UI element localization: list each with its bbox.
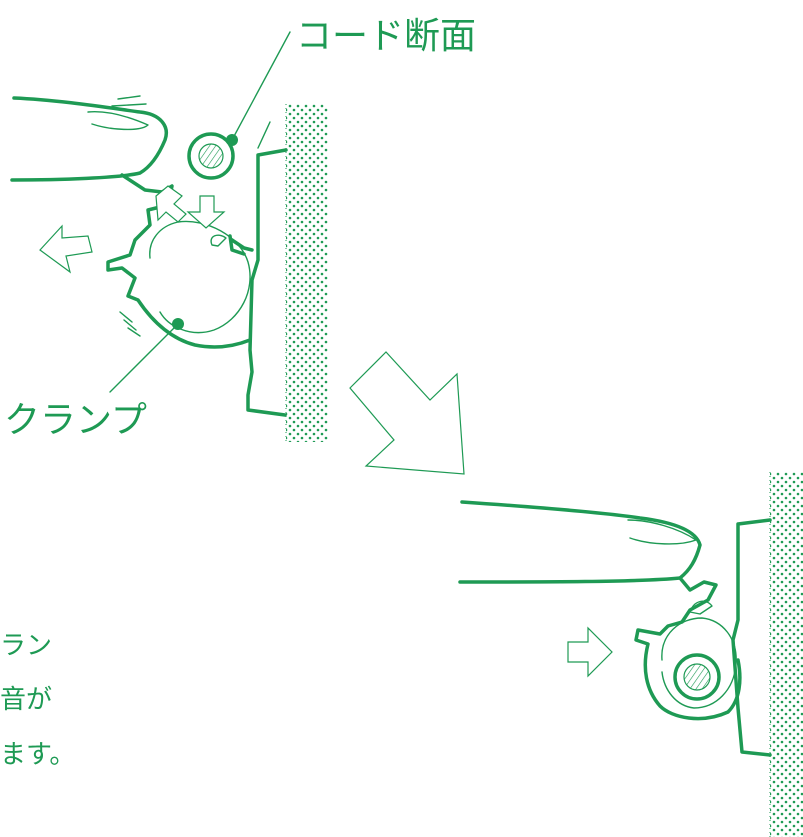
motion-lines-finger xyxy=(111,95,147,107)
clamp-leader-line xyxy=(109,323,179,393)
step-1-before-clamping xyxy=(10,31,328,442)
wall-upper xyxy=(286,104,328,442)
cord-core-upper xyxy=(198,143,224,169)
base-plate-upper xyxy=(246,148,288,417)
finger-upper xyxy=(10,96,168,182)
caption-line-3: ます。 xyxy=(0,740,75,770)
fingernail-lower xyxy=(627,519,697,545)
clamp-hook-upper xyxy=(228,234,254,256)
arrow-down-small xyxy=(186,195,226,229)
clamp-closed xyxy=(634,576,742,721)
finger-lower xyxy=(458,500,702,584)
clamp-inner-curve-upper xyxy=(149,220,251,334)
transition-arrow xyxy=(349,351,465,475)
caption-line-2: 音が xyxy=(0,685,52,715)
fingernail-upper xyxy=(87,110,149,131)
step-2-clamped xyxy=(458,472,803,837)
arrow-down-left-clamp xyxy=(155,185,187,223)
cord-core-lower xyxy=(683,663,711,691)
cord-leader-line xyxy=(231,31,291,141)
caption-line-1: ラン xyxy=(0,631,52,661)
clamp-latch-upper xyxy=(210,234,227,247)
clamp-inner-curve-lower xyxy=(661,617,737,709)
wall-lower xyxy=(770,472,803,837)
clamp-label: クランプ xyxy=(4,400,147,441)
plate-tick-upper xyxy=(257,121,271,149)
clamp-open xyxy=(106,173,252,349)
cord-section-label: コード断面 xyxy=(296,16,476,57)
motion-lines-clamp xyxy=(119,311,141,337)
clamp-latch-lower xyxy=(689,600,713,615)
base-plate-lower xyxy=(731,518,772,757)
arrow-left-outward xyxy=(39,224,93,274)
arrow-push-right xyxy=(567,626,613,678)
